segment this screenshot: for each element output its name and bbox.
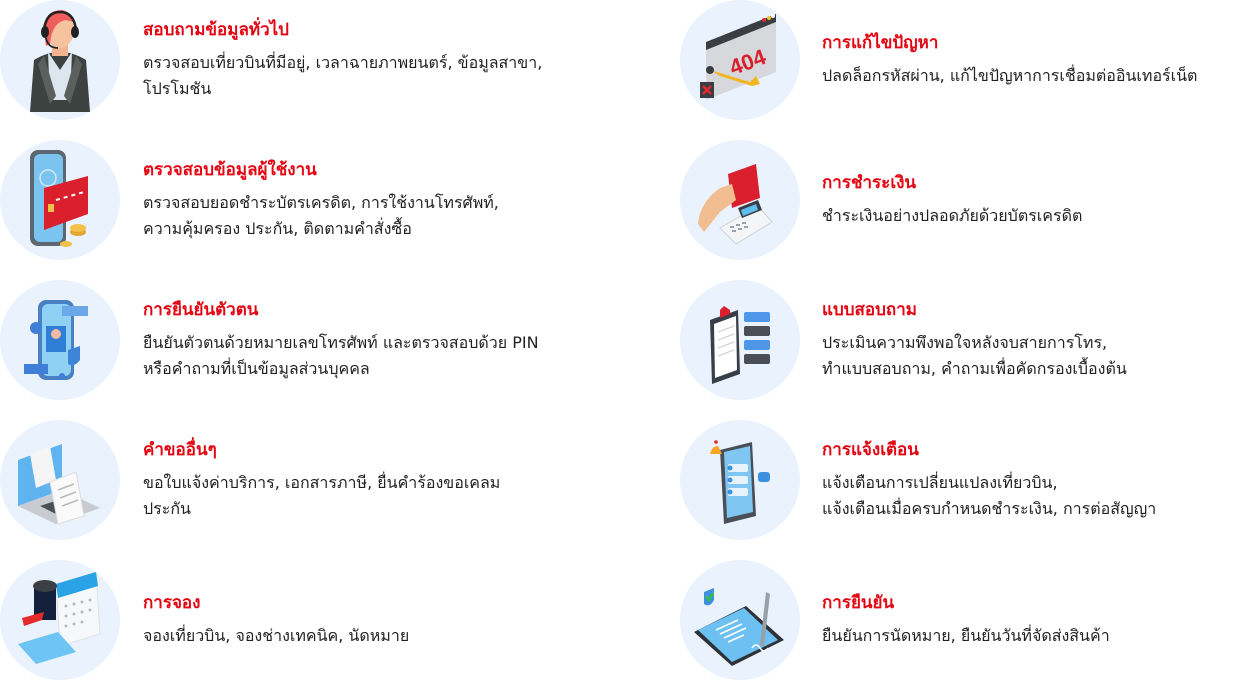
feature-title: การชำระเงิน bbox=[822, 173, 917, 193]
feature-title: ตรวจสอบข้อมูลผู้ใช้งาน bbox=[143, 160, 317, 180]
feature-description: ยืนยันตัวตนด้วยหมายเลขโทรศัพท์ และตรวจสอ… bbox=[143, 330, 623, 382]
feature-text: การยืนยันตัวตน ยืนยันตัวตนด้วยหมายเลขโทร… bbox=[143, 280, 623, 400]
card-payment-terminal-icon bbox=[680, 140, 800, 260]
description-line: ยืนยันการนัดหมาย, ยืนยันวันที่จัดส่งสินค… bbox=[822, 626, 1110, 645]
feature-title: การแจ้งเตือน bbox=[822, 440, 919, 460]
description-line: จองเที่ยวบิน, จองช่างเทคนิค, นัดหมาย bbox=[143, 626, 410, 645]
feature-description: ยืนยันการนัดหมาย, ยืนยันวันที่จัดส่งสินค… bbox=[822, 623, 1260, 649]
feature-description: ขอใบแจ้งค่าบริการ, เอกสารภาษี, ยื่นคำร้อ… bbox=[143, 470, 623, 522]
feature-description: จองเที่ยวบิน, จองช่างเทคนิค, นัดหมาย bbox=[143, 623, 623, 649]
feature-item-payment: การชำระเงิน ชำระเงินอย่างปลอดภัยด้วยบัตร… bbox=[680, 140, 1260, 260]
feature-title: การแก้ไขปัญหา bbox=[822, 33, 939, 53]
description-line: ชำระเงินอย่างปลอดภัยด้วยบัตรเครดิต bbox=[822, 206, 1083, 225]
feature-item-other-requests: คำขออื่นๆ ขอใบแจ้งค่าบริการ, เอกสารภาษี,… bbox=[0, 420, 640, 540]
feature-item-booking: การจอง จองเที่ยวบิน, จองช่างเทคนิค, นัดห… bbox=[0, 560, 640, 680]
feature-text: คำขออื่นๆ ขอใบแจ้งค่าบริการ, เอกสารภาษี,… bbox=[143, 420, 623, 540]
description-line: ประเมินความพึงพอใจหลังจบสายการโทร, bbox=[822, 333, 1108, 352]
feature-item-notification: การแจ้งเตือน แจ้งเตือนการเปลี่ยนแปลงเที่… bbox=[680, 420, 1260, 540]
feature-item-survey: แบบสอบถาม ประเมินความพึงพอใจหลังจบสายการ… bbox=[680, 280, 1260, 400]
description-line: ตรวจสอบยอดชำระบัตรเครดิต, การใช้งานโทรศั… bbox=[143, 193, 499, 212]
feature-title: การจอง bbox=[143, 593, 201, 613]
feature-item-troubleshooting: 404 การแก้ไขปัญหา ปลดล็อกรหัสผ่าน, แก้ไข… bbox=[680, 0, 1260, 120]
feature-text: การแก้ไขปัญหา ปลดล็อกรหัสผ่าน, แก้ไขปัญห… bbox=[822, 0, 1260, 120]
feature-text: การชำระเงิน ชำระเงินอย่างปลอดภัยด้วยบัตร… bbox=[822, 140, 1260, 260]
description-line: ขอใบแจ้งค่าบริการ, เอกสารภาษี, ยื่นคำร้อ… bbox=[143, 473, 501, 492]
description-line: แจ้งเตือนการเปลี่ยนแปลงเที่ยวบิน, bbox=[822, 473, 1058, 492]
identity-verification-phone-icon bbox=[0, 280, 120, 400]
description-line: ตรวจสอบเที่ยวบินที่มีอยู่, เวลาฉายภาพยนต… bbox=[143, 53, 543, 72]
feature-title: สอบถามข้อมูลทั่วไป bbox=[143, 20, 289, 40]
description-line: ประกัน bbox=[143, 499, 191, 518]
error-404-wrench-icon: 404 bbox=[680, 0, 800, 120]
feature-text: สอบถามข้อมูลทั่วไป ตรวจสอบเที่ยวบินที่มี… bbox=[143, 0, 623, 120]
feature-title: การยืนยันตัวตน bbox=[143, 300, 259, 320]
laptop-tax-document-icon bbox=[0, 420, 120, 540]
confirmation-signature-icon bbox=[680, 560, 800, 680]
feature-item-user-info-check: ตรวจสอบข้อมูลผู้ใช้งาน ตรวจสอบยอดชำระบัต… bbox=[0, 140, 640, 260]
feature-description: ปลดล็อกรหัสผ่าน, แก้ไขปัญหาการเชื่อมต่ออ… bbox=[822, 63, 1260, 89]
calendar-booking-icon bbox=[0, 560, 120, 680]
feature-item-identity-verification: การยืนยันตัวตน ยืนยันตัวตนด้วยหมายเลขโทร… bbox=[0, 280, 640, 400]
survey-clipboard-icon bbox=[680, 280, 800, 400]
feature-text: การจอง จองเที่ยวบิน, จองช่างเทคนิค, นัดห… bbox=[143, 560, 623, 680]
description-line: ปลดล็อกรหัสผ่าน, แก้ไขปัญหาการเชื่อมต่ออ… bbox=[822, 66, 1198, 85]
feature-item-confirmation: การยืนยัน ยืนยันการนัดหมาย, ยืนยันวันที่… bbox=[680, 560, 1260, 680]
feature-text: การแจ้งเตือน แจ้งเตือนการเปลี่ยนแปลงเที่… bbox=[822, 420, 1260, 540]
feature-title: แบบสอบถาม bbox=[822, 300, 917, 320]
description-line: โปรโมชัน bbox=[143, 79, 212, 98]
feature-item-general-inquiry: สอบถามข้อมูลทั่วไป ตรวจสอบเที่ยวบินที่มี… bbox=[0, 0, 640, 120]
description-line: ความคุ้มครอง ประกัน, ติดตามคำสั่งซื้อ bbox=[143, 219, 412, 238]
feature-description: ตรวจสอบเที่ยวบินที่มีอยู่, เวลาฉายภาพยนต… bbox=[143, 50, 623, 102]
phone-credit-card-icon bbox=[0, 140, 120, 260]
feature-description: ประเมินความพึงพอใจหลังจบสายการโทร, ทำแบบ… bbox=[822, 330, 1260, 382]
notification-phone-bell-icon bbox=[680, 420, 800, 540]
description-line: ทำแบบสอบถาม, คำถามเพื่อคัดกรองเบื้องต้น bbox=[822, 359, 1127, 378]
feature-text: ตรวจสอบข้อมูลผู้ใช้งาน ตรวจสอบยอดชำระบัต… bbox=[143, 140, 623, 260]
description-line: ยืนยันตัวตนด้วยหมายเลขโทรศัพท์ และตรวจสอ… bbox=[143, 333, 539, 352]
feature-description: ตรวจสอบยอดชำระบัตรเครดิต, การใช้งานโทรศั… bbox=[143, 190, 623, 242]
feature-title: คำขออื่นๆ bbox=[143, 440, 217, 460]
feature-description: แจ้งเตือนการเปลี่ยนแปลงเที่ยวบิน, แจ้งเต… bbox=[822, 470, 1260, 522]
feature-title: การยืนยัน bbox=[822, 593, 895, 613]
description-line: หรือคำถามที่เป็นข้อมูลส่วนบุคคล bbox=[143, 359, 370, 378]
feature-text: แบบสอบถาม ประเมินความพึงพอใจหลังจบสายการ… bbox=[822, 280, 1260, 400]
description-line: แจ้งเตือนเมื่อครบกำหนดชำระเงิน, การต่อสั… bbox=[822, 499, 1157, 518]
call-center-agent-icon bbox=[0, 0, 120, 120]
feature-text: การยืนยัน ยืนยันการนัดหมาย, ยืนยันวันที่… bbox=[822, 560, 1260, 680]
feature-description: ชำระเงินอย่างปลอดภัยด้วยบัตรเครดิต bbox=[822, 203, 1260, 229]
